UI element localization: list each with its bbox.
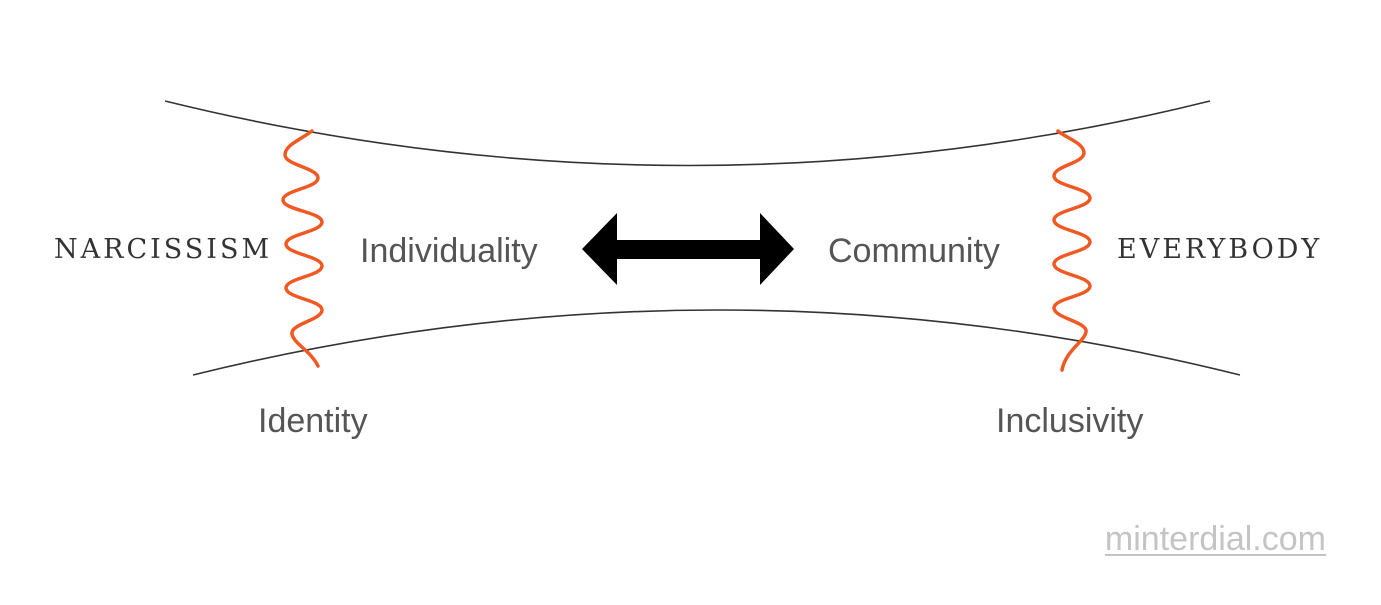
right-tension-zigzag [1052, 129, 1092, 372]
double-headed-arrow-icon [582, 213, 794, 285]
top-boundary-curve [164, 100, 1211, 167]
left-tension-zigzag [281, 129, 324, 368]
label-inclusivity: Inclusivity [996, 402, 1144, 440]
label-individuality: Individuality [360, 232, 538, 270]
watermark-link[interactable]: minterdial.com [1104, 520, 1326, 558]
label-community: Community [828, 232, 1000, 270]
bottom-boundary-curve [192, 309, 1241, 376]
label-identity: Identity [258, 402, 368, 440]
label-narcissism: Narcissism [54, 234, 273, 265]
label-everybody: Everybody [1117, 234, 1323, 265]
